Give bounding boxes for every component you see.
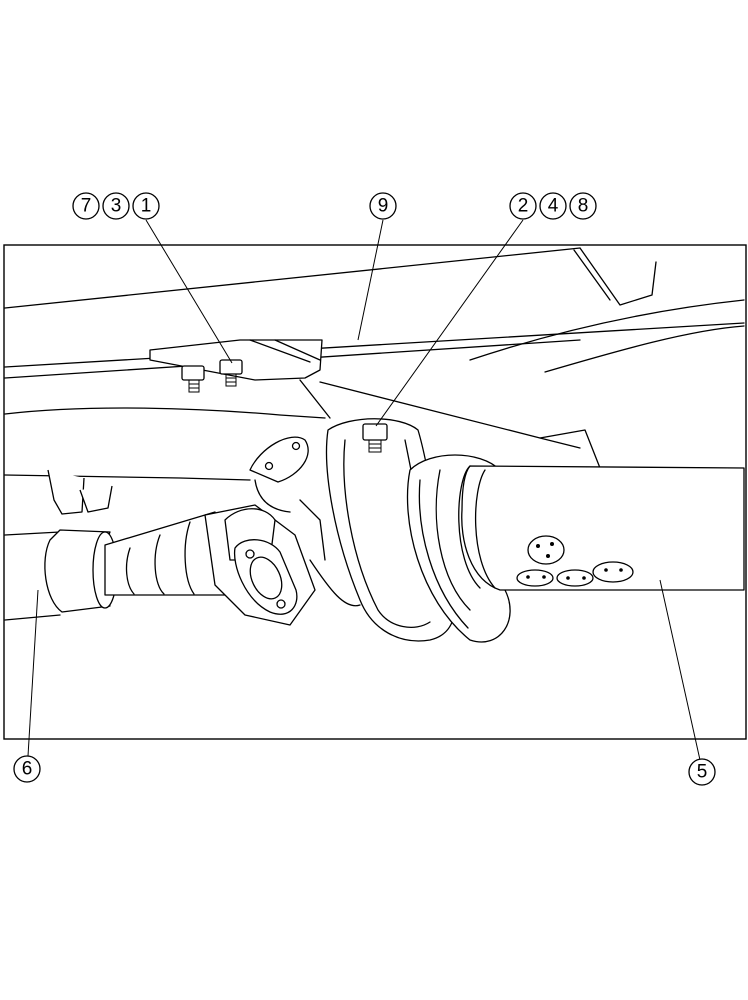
- rear-propeller-shaft: [458, 465, 745, 591]
- universal-joint: [204, 436, 361, 626]
- callout-4: 4: [539, 192, 567, 220]
- callout-4-label: 4: [548, 196, 559, 217]
- callout-1: 1: [132, 192, 160, 220]
- bolt-2: [362, 423, 388, 453]
- callout-5-label: 5: [697, 762, 708, 783]
- callout-9: 9: [369, 192, 397, 220]
- callout-2-label: 2: [518, 196, 529, 217]
- leader-lines: [27, 219, 701, 761]
- callout-5: 5: [688, 758, 716, 786]
- balance-plate: [527, 535, 565, 565]
- illustration-frame: [3, 244, 747, 740]
- callout-2: 2: [509, 192, 537, 220]
- bolt-1b: [219, 359, 243, 387]
- callout-8: 8: [569, 192, 597, 220]
- callout-7: 7: [72, 192, 100, 220]
- frame-bolts: [181, 359, 243, 393]
- callout-6-label: 6: [22, 759, 33, 780]
- callout-3-label: 3: [111, 196, 122, 217]
- callout-9-label: 9: [378, 196, 389, 217]
- front-propeller-shaft: [4, 511, 236, 621]
- callout-3: 3: [102, 192, 130, 220]
- callout-6: 6: [13, 755, 41, 783]
- bolt-1: [181, 365, 205, 393]
- callout-1-label: 1: [141, 196, 152, 217]
- callout-8-label: 8: [578, 196, 589, 217]
- callout-7-label: 7: [81, 196, 92, 217]
